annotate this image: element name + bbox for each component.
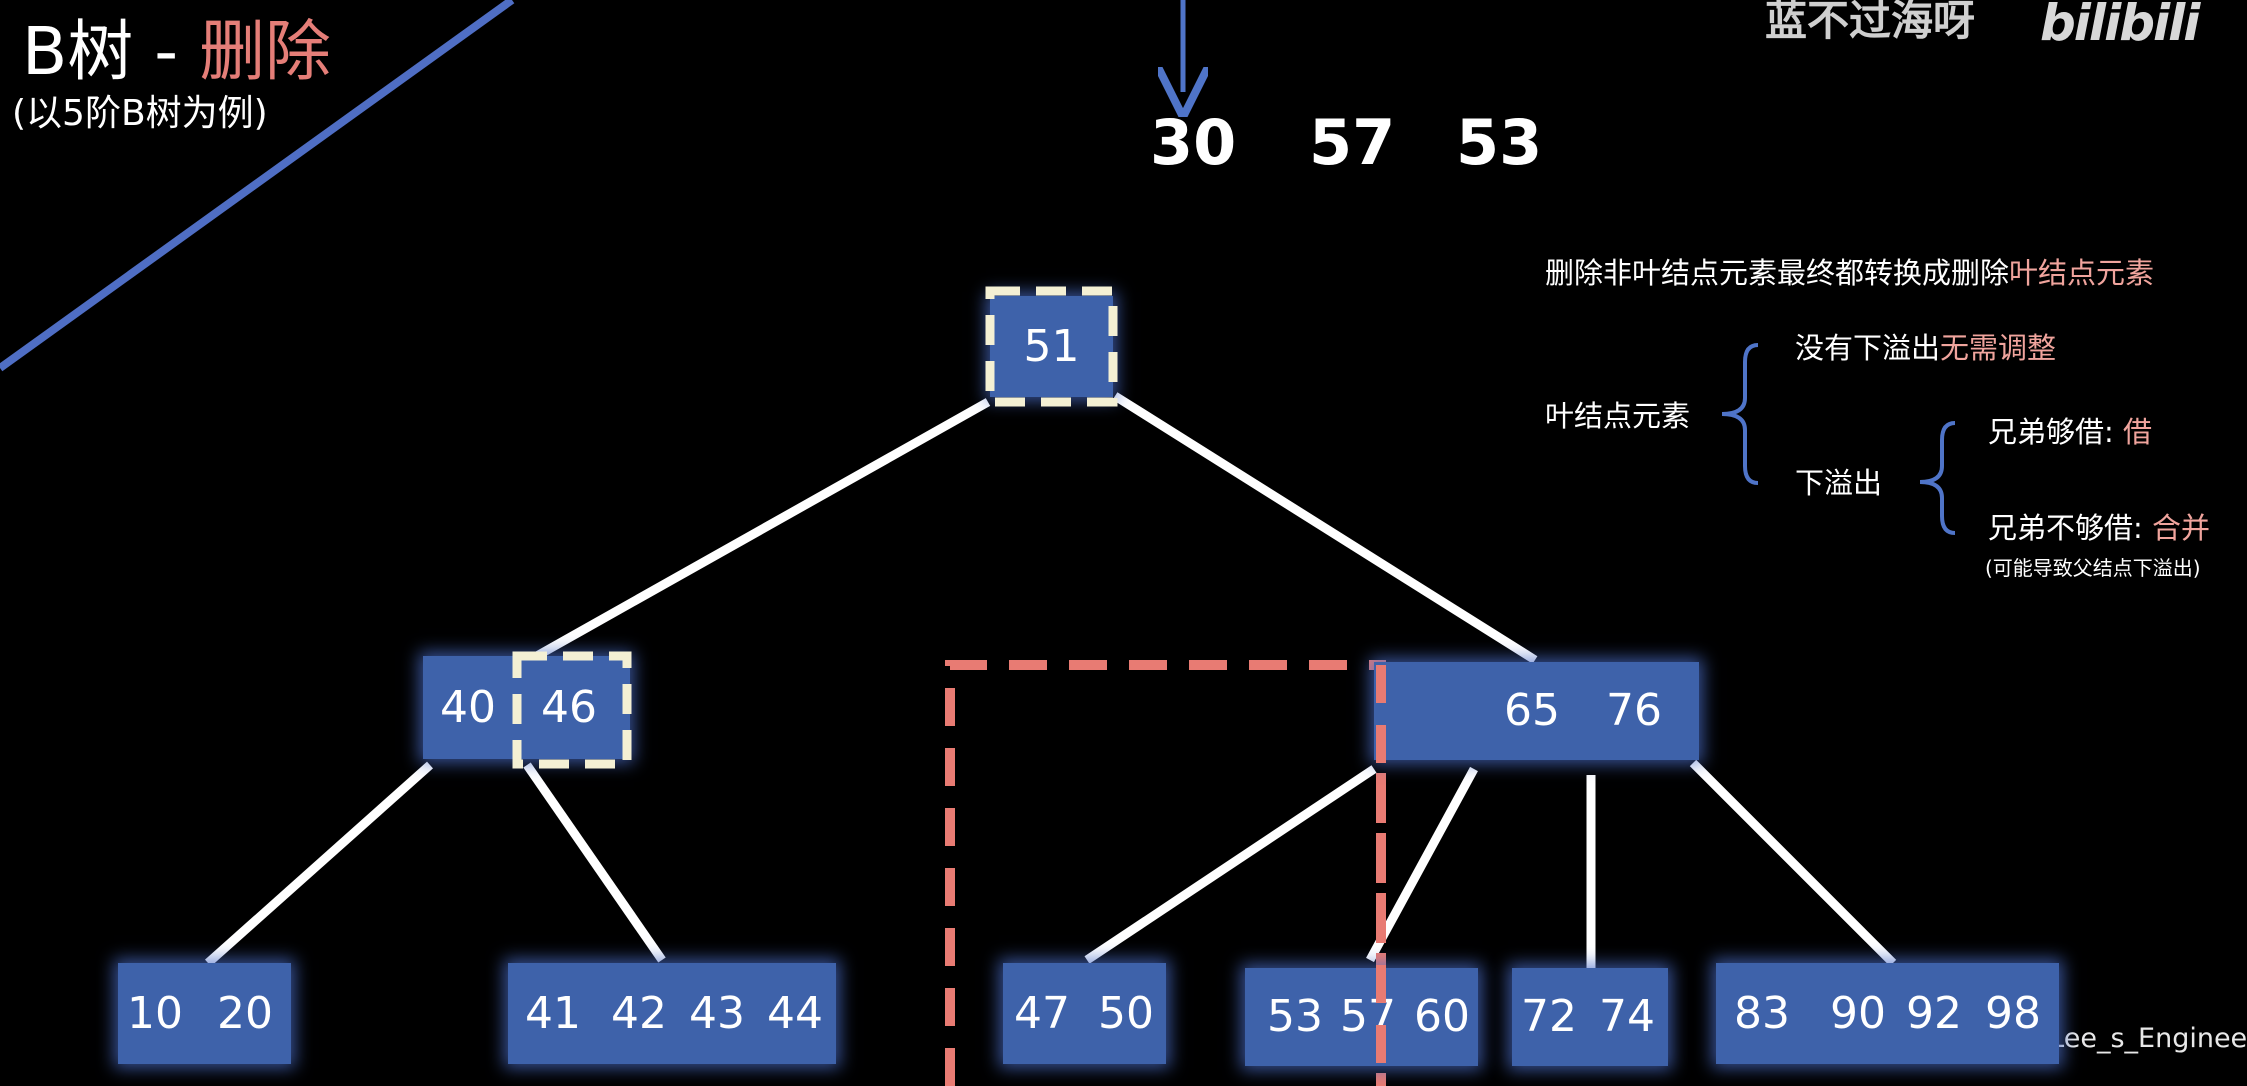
edge-right-leaf6: [1689, 759, 1897, 967]
node-key: 60: [1414, 991, 1470, 1042]
node-key: 46: [541, 681, 597, 733]
node-key: 98: [1985, 987, 2041, 1039]
edge-root-left: [532, 398, 991, 661]
rule-prefix: 删除非叶结点元素最终都转换成删除: [1545, 256, 2010, 290]
node-key: 65: [1504, 685, 1560, 736]
underflow-label: 下溢出: [1795, 466, 1883, 500]
leaf-label: 叶结点元素: [1545, 399, 1691, 433]
node-key: 53: [1267, 991, 1323, 1042]
edge-root-right: [1112, 392, 1538, 664]
tree-node-right: 65 76: [1374, 662, 1699, 760]
merge-prefix: 兄弟不够借:: [1988, 511, 2152, 545]
node-key: 10: [127, 987, 183, 1039]
delete-key-2: 57: [1309, 106, 1396, 179]
title-main: B树 -: [22, 13, 200, 90]
tree-leaf-4: 53 57 60: [1245, 968, 1478, 1066]
node-key: 47: [1014, 987, 1070, 1039]
node-key: 72: [1521, 991, 1577, 1042]
bracket-leaf-categories: [1721, 343, 1759, 485]
tree-node-left: 40 46: [423, 656, 630, 759]
merge-caveat: (可能导致父结点下溢出): [1985, 556, 2201, 580]
rule-note: 删除非叶结点元素最终都转换成删除叶结点元素: [1545, 255, 2154, 291]
merge-highlight: 合并: [2152, 511, 2211, 545]
borrow-prefix: 兄弟够借:: [1988, 415, 2123, 449]
tree-leaf-3: 47 50: [1003, 963, 1166, 1064]
node-key: 90: [1830, 987, 1886, 1039]
node-key: 76: [1606, 685, 1662, 736]
node-key: 43: [689, 987, 745, 1039]
tree-edges: [205, 392, 1897, 968]
borrow-highlight: 借: [2123, 415, 2153, 449]
edge-left-leaf1: [205, 761, 433, 967]
uploader-watermark: 蓝不过海呀: [1765, 0, 1976, 45]
node-key: 42: [611, 987, 667, 1039]
node-key: 20: [217, 987, 273, 1039]
edge-right-leaf4: [1366, 766, 1478, 963]
no-underflow-note: 没有下溢出无需调整: [1795, 330, 2056, 366]
delete-key-3: 53: [1456, 106, 1543, 179]
node-key: 44: [767, 987, 823, 1039]
delete-key-1: 30: [1150, 106, 1237, 179]
tree-leaf-6: 83 90 92 98: [1716, 963, 2059, 1064]
merge-region-dashed-outline: [945, 660, 1386, 1086]
rule-highlight: 叶结点元素: [2009, 256, 2155, 290]
edge-right-leaf3: [1084, 765, 1377, 964]
page-title: B树 - 删除: [22, 12, 331, 92]
node-key: 40: [440, 681, 496, 733]
title-accent: 删除: [199, 13, 332, 90]
no-underflow-prefix: 没有下溢出: [1795, 331, 1941, 365]
no-underflow-highlight: 无需调整: [1940, 331, 2057, 365]
tree-leaf-1: 10 20: [118, 963, 291, 1064]
diagonal-accent-line: [0, 0, 515, 372]
node-key: 92: [1906, 987, 1962, 1039]
node-key: 51: [1023, 320, 1080, 372]
tree-node-root: 51: [990, 296, 1113, 397]
borrow-note: 兄弟够借: 借: [1988, 414, 2152, 450]
merge-note: 兄弟不够借: 合并: [1988, 510, 2210, 546]
edge-left-leaf2: [523, 762, 666, 963]
tree-leaf-5: 72 74: [1512, 968, 1668, 1066]
bracket-underflow-options: [1919, 421, 1956, 535]
node-key: 50: [1098, 987, 1154, 1039]
node-key: 83: [1734, 987, 1790, 1039]
bilibili-logo: bilibili: [2040, 0, 2200, 52]
node-key: 57: [1340, 991, 1396, 1042]
node-key: 41: [525, 987, 581, 1039]
page-subtitle: (以5阶B树为例): [12, 93, 268, 134]
tree-leaf-2: 41 42 43 44: [508, 963, 836, 1064]
node-key: 74: [1599, 991, 1655, 1042]
